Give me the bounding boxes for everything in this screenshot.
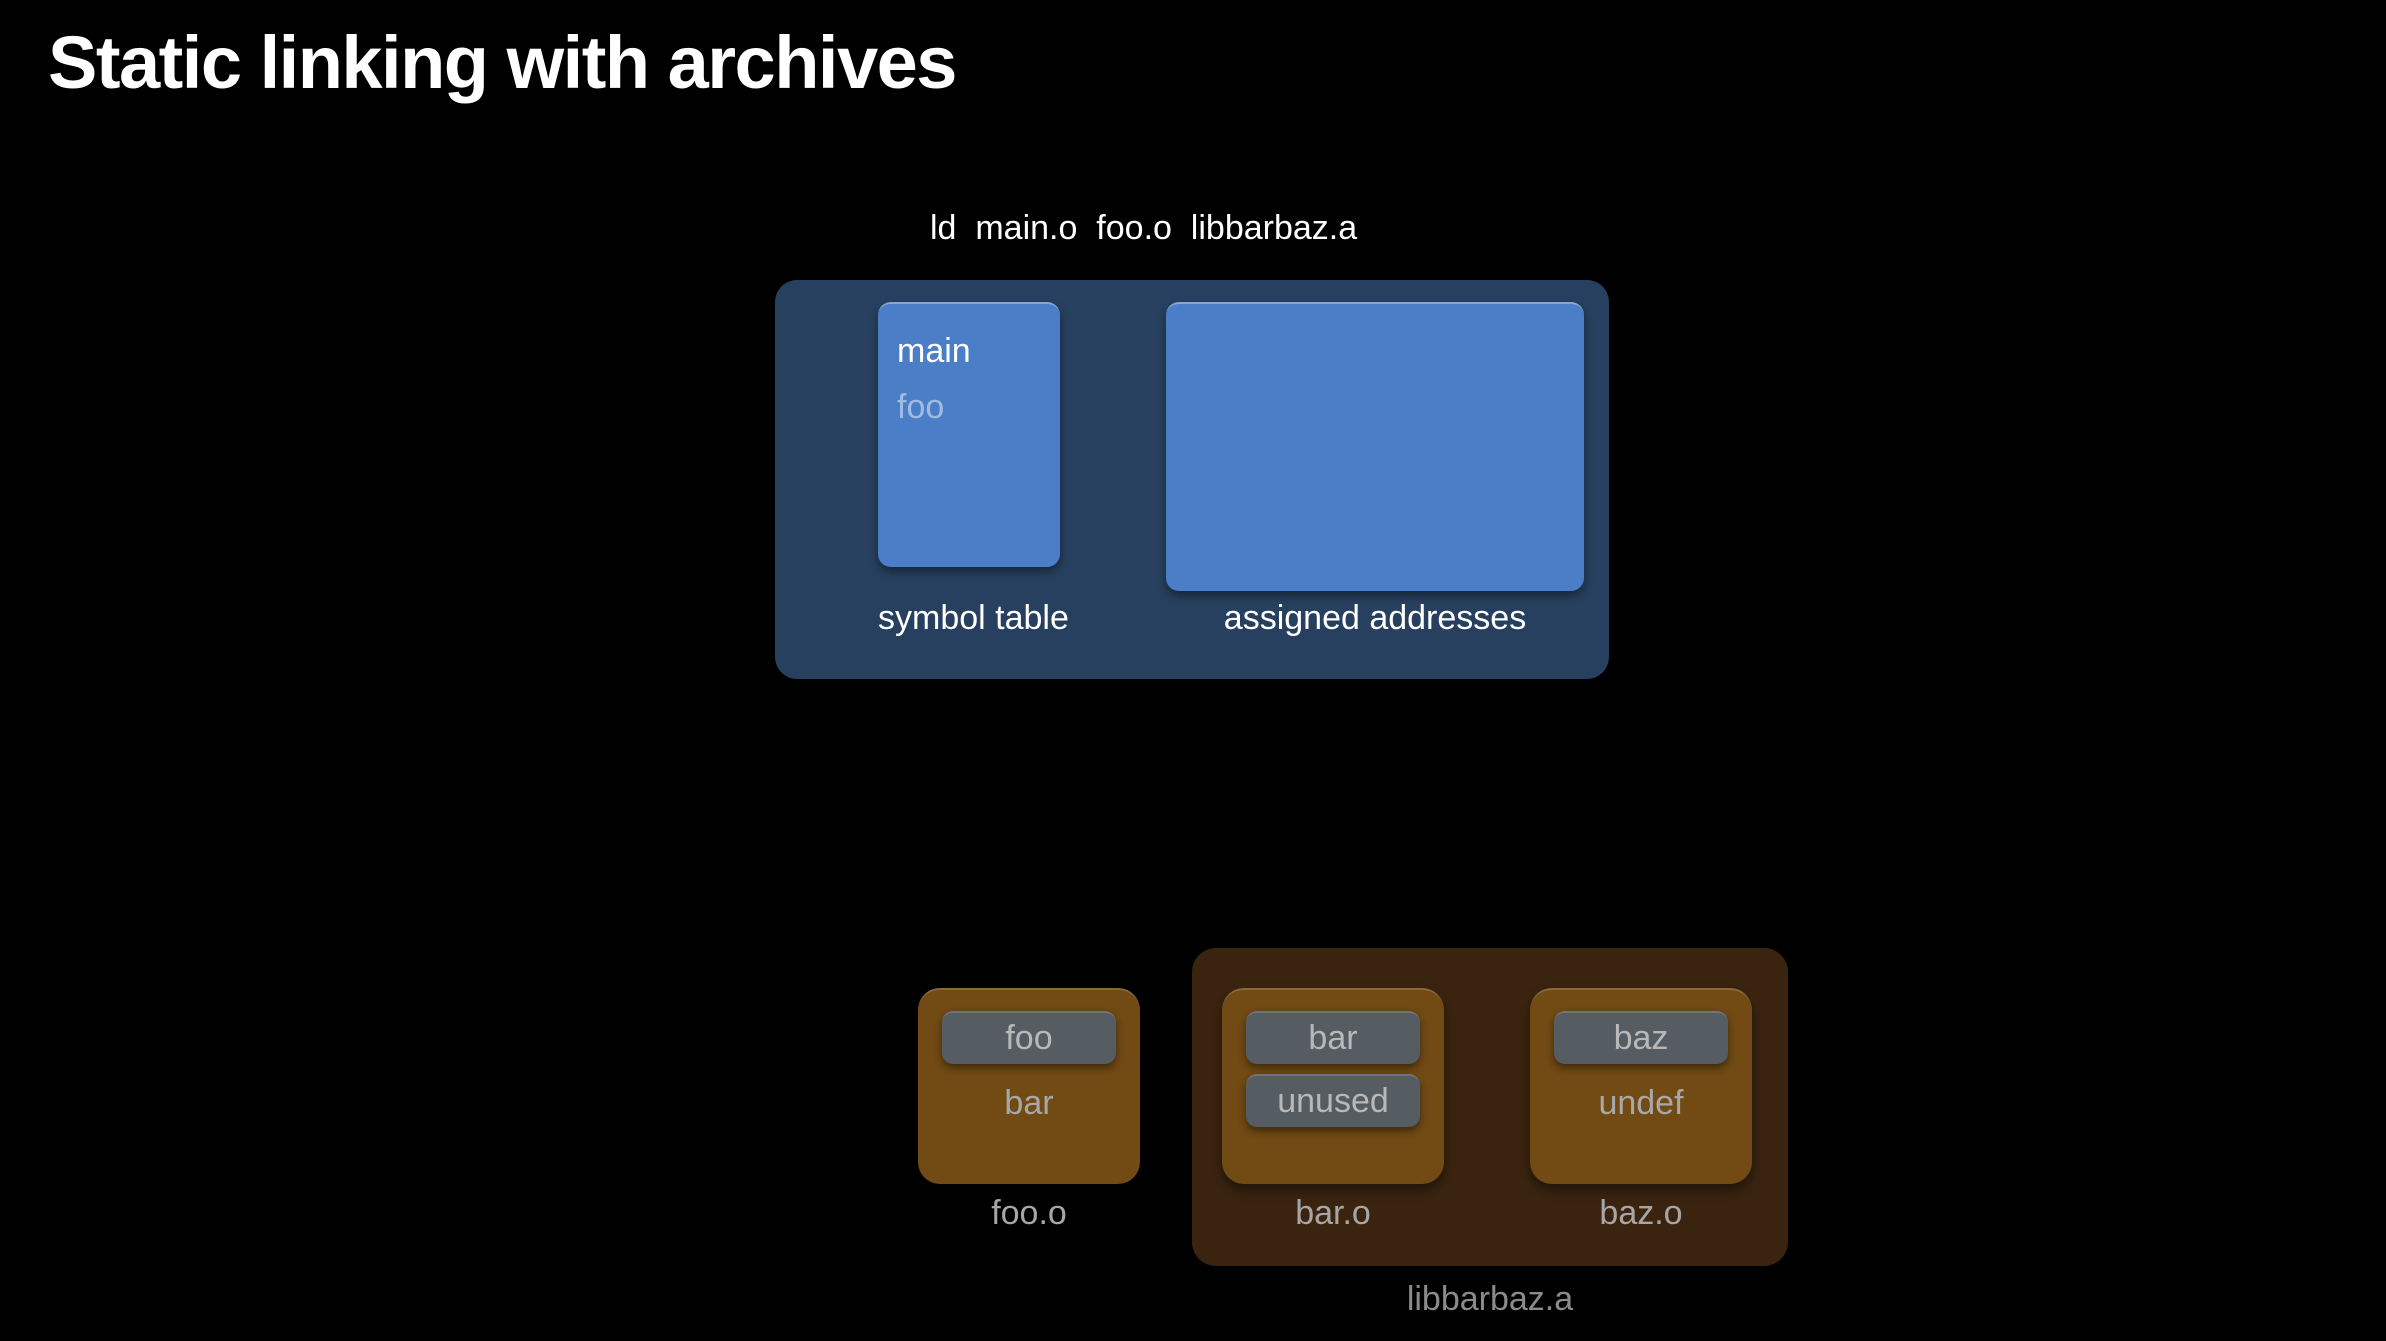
objfile-caption-baz: baz.o xyxy=(1599,1194,1683,1232)
symbol-plain-bar: bar xyxy=(1004,1084,1054,1122)
symbol-table-box: main foo xyxy=(878,302,1060,567)
symbol-chip-foo: foo xyxy=(942,1011,1116,1064)
page-title: Static linking with archives xyxy=(48,21,957,104)
symbol-foo: foo xyxy=(897,388,945,426)
linker-panel: main foo symbol table assigned addresses xyxy=(775,280,1609,679)
objfile-bar: bar unused xyxy=(1222,988,1444,1184)
symbol-main: main xyxy=(897,332,971,370)
symbol-chip-unused: unused xyxy=(1246,1074,1420,1127)
link-command-text: ld main.o foo.o libbarbaz.a xyxy=(930,209,1358,247)
assigned-addresses-box xyxy=(1166,302,1584,591)
objfile-caption-foo: foo.o xyxy=(991,1194,1067,1232)
symbol-chip-bar: bar xyxy=(1246,1011,1420,1064)
assigned-addresses-caption: assigned addresses xyxy=(1223,599,1527,637)
objfile-foo: foo bar xyxy=(918,988,1140,1184)
symbol-chip-baz: baz xyxy=(1554,1011,1728,1064)
objfile-baz: baz undef xyxy=(1530,988,1752,1184)
archive-caption: libbarbaz.a xyxy=(1406,1280,1574,1318)
symbol-plain-undef: undef xyxy=(1598,1084,1684,1122)
symbol-table-caption: symbol table xyxy=(878,599,1069,637)
objfile-caption-bar: bar.o xyxy=(1295,1194,1371,1232)
